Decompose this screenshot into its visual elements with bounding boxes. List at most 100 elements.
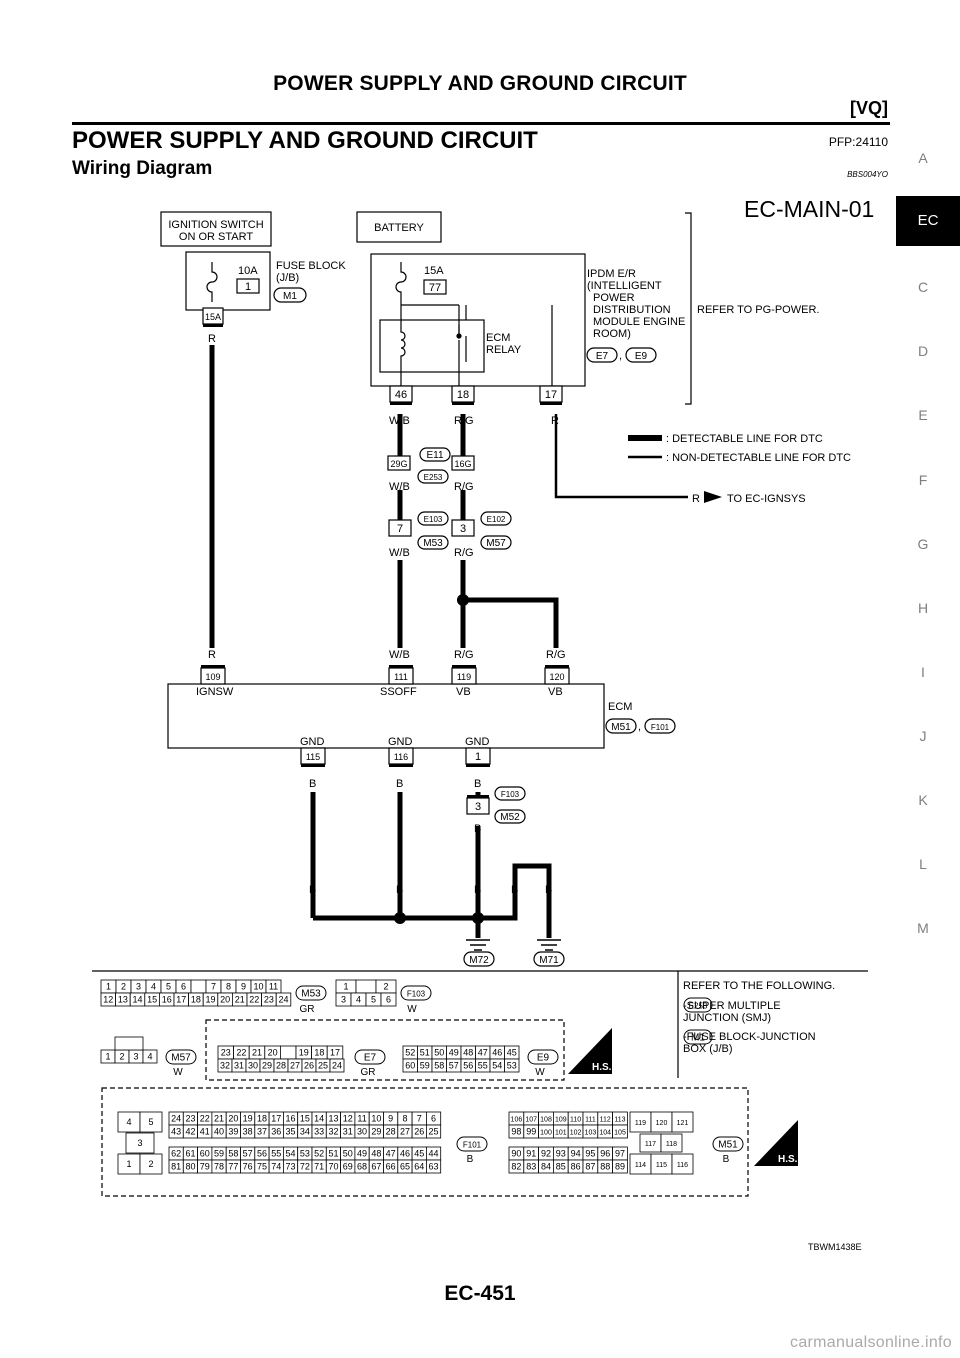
f101-pin: 2 [148, 1159, 153, 1169]
f103-connector [400, 985, 432, 1001]
f101-color: B [467, 1154, 474, 1165]
f101-pin: 8 [402, 1114, 407, 1124]
f101-cell [139, 1111, 163, 1133]
f101-pin: 3 [137, 1138, 142, 1148]
e7-pin: 19 [299, 1048, 309, 1058]
joint1-connector-e11: E11 [426, 450, 443, 461]
f101-pin: 33 [314, 1127, 324, 1137]
wire-r-3: R [208, 649, 216, 661]
f103-connector-label: F103 [407, 990, 426, 999]
ecm-pin-109: 109 [205, 672, 220, 682]
m51-pin: 117 [645, 1141, 656, 1148]
ecm-vb-2: VB [548, 686, 563, 698]
refer-m1-text-1: -FUSE BLOCK-JUNCTION [683, 1031, 816, 1043]
side-index-i[interactable]: I [921, 664, 925, 680]
m51-cell [660, 1133, 683, 1153]
e7-pin: 28 [276, 1061, 286, 1071]
f103-pin: 3 [341, 995, 346, 1005]
m57-key-cell [114, 1036, 144, 1051]
m57-connector-label: M57 [171, 1053, 191, 1064]
f101-pin: 4 [126, 1117, 131, 1127]
side-index-ec-active[interactable]: EC [896, 196, 960, 246]
wire-b-5: B [309, 884, 316, 896]
side-index-m[interactable]: M [917, 920, 929, 936]
e7-pin: 18 [314, 1048, 324, 1058]
f101-pin: 60 [200, 1149, 210, 1159]
f101-pin: 20 [228, 1114, 238, 1124]
e7-pin: 24 [332, 1061, 342, 1071]
m53-pin: 21 [235, 995, 245, 1005]
ipdm-pin-18: 18 [457, 389, 469, 401]
f101-pin: 30 [357, 1127, 367, 1137]
e7-pin: 23 [221, 1048, 231, 1058]
e9-pin: 55 [478, 1061, 488, 1071]
ecm-pin-111: 111 [394, 672, 408, 682]
ipdm-label-3: POWER [593, 292, 635, 304]
f101-pin: 16 [286, 1114, 296, 1124]
f101-connector-label: F101 [463, 1141, 482, 1150]
m51-pin: 84 [541, 1162, 551, 1172]
side-index-e[interactable]: E [918, 407, 928, 423]
f101-cell [139, 1153, 163, 1175]
e7-pin: 21 [252, 1048, 262, 1058]
side-index-c[interactable]: C [917, 279, 929, 295]
side-index-l[interactable]: L [919, 856, 927, 872]
f101-pin: 34 [300, 1127, 310, 1137]
m57-color: W [173, 1067, 183, 1078]
m51-cell [671, 1111, 694, 1133]
wire-b-4: B [474, 823, 481, 835]
m53-pin: 10 [253, 982, 263, 992]
wire-r-to-ignsys: R [692, 493, 700, 505]
ecm-relay-label-2: RELAY [486, 344, 522, 356]
e9-connector-label: E9 [537, 1053, 550, 1064]
m51-pin: 88 [600, 1162, 610, 1172]
f103-pin: 4 [356, 995, 361, 1005]
ground-joint-pin: 3 [475, 801, 481, 813]
f101-pin: 63 [429, 1162, 439, 1172]
fuse-block-connector: M1 [283, 291, 297, 302]
side-index-k[interactable]: K [918, 792, 928, 808]
header-rule [72, 122, 890, 125]
f103-pin: 2 [383, 982, 388, 992]
e7-connector-label: E7 [364, 1053, 377, 1064]
ground-joint-connector-f103: F103 [501, 790, 520, 799]
f101-pin: 78 [214, 1162, 224, 1172]
f101-pin: 12 [343, 1114, 353, 1124]
f101-pin: 56 [257, 1149, 267, 1159]
side-index-g[interactable]: G [917, 536, 929, 552]
m53-pin: 5 [166, 982, 171, 992]
m51-pin: 114 [635, 1162, 646, 1169]
side-index-h[interactable]: H [917, 600, 929, 616]
m53-pin: 6 [181, 982, 186, 992]
f101-pin: 45 [414, 1149, 424, 1159]
m57-pin: 4 [147, 1052, 152, 1062]
f101-pin: 29 [371, 1127, 381, 1137]
e7-pin: 32 [220, 1061, 230, 1071]
wire-b-2: B [396, 778, 403, 790]
f101-pin: 15 [300, 1114, 310, 1124]
side-index-j[interactable]: J [919, 728, 927, 744]
m51-pin: 90 [511, 1149, 521, 1159]
m51-pin: 101 [555, 1130, 567, 1137]
m51-pin: 97 [615, 1149, 625, 1159]
e9-pin: 45 [507, 1048, 517, 1058]
refer-pg-power: REFER TO PG-POWER. [697, 304, 819, 316]
f101-pin: 27 [400, 1127, 410, 1137]
side-index-d[interactable]: D [917, 343, 929, 359]
m53-pin: 8 [226, 982, 231, 992]
f101-pin: 71 [314, 1162, 324, 1172]
m51-pin: 93 [556, 1149, 566, 1159]
joint1-pin-29g: 29G [390, 459, 407, 469]
side-index-f[interactable]: F [918, 472, 928, 488]
m51-pin: 106 [511, 1117, 523, 1124]
upper-hs-label: H.S. [592, 1062, 612, 1073]
f103-cell [355, 979, 377, 994]
side-index-a[interactable]: A [918, 150, 928, 166]
f101-cell [425, 1124, 442, 1139]
m51-pin: 105 [614, 1130, 626, 1137]
e9-color: W [535, 1067, 545, 1078]
m51-pin: 118 [666, 1141, 677, 1148]
subsection-title: Wiring Diagram [72, 158, 213, 179]
f101-pin: 65 [400, 1162, 410, 1172]
f101-pin: 17 [271, 1114, 281, 1124]
